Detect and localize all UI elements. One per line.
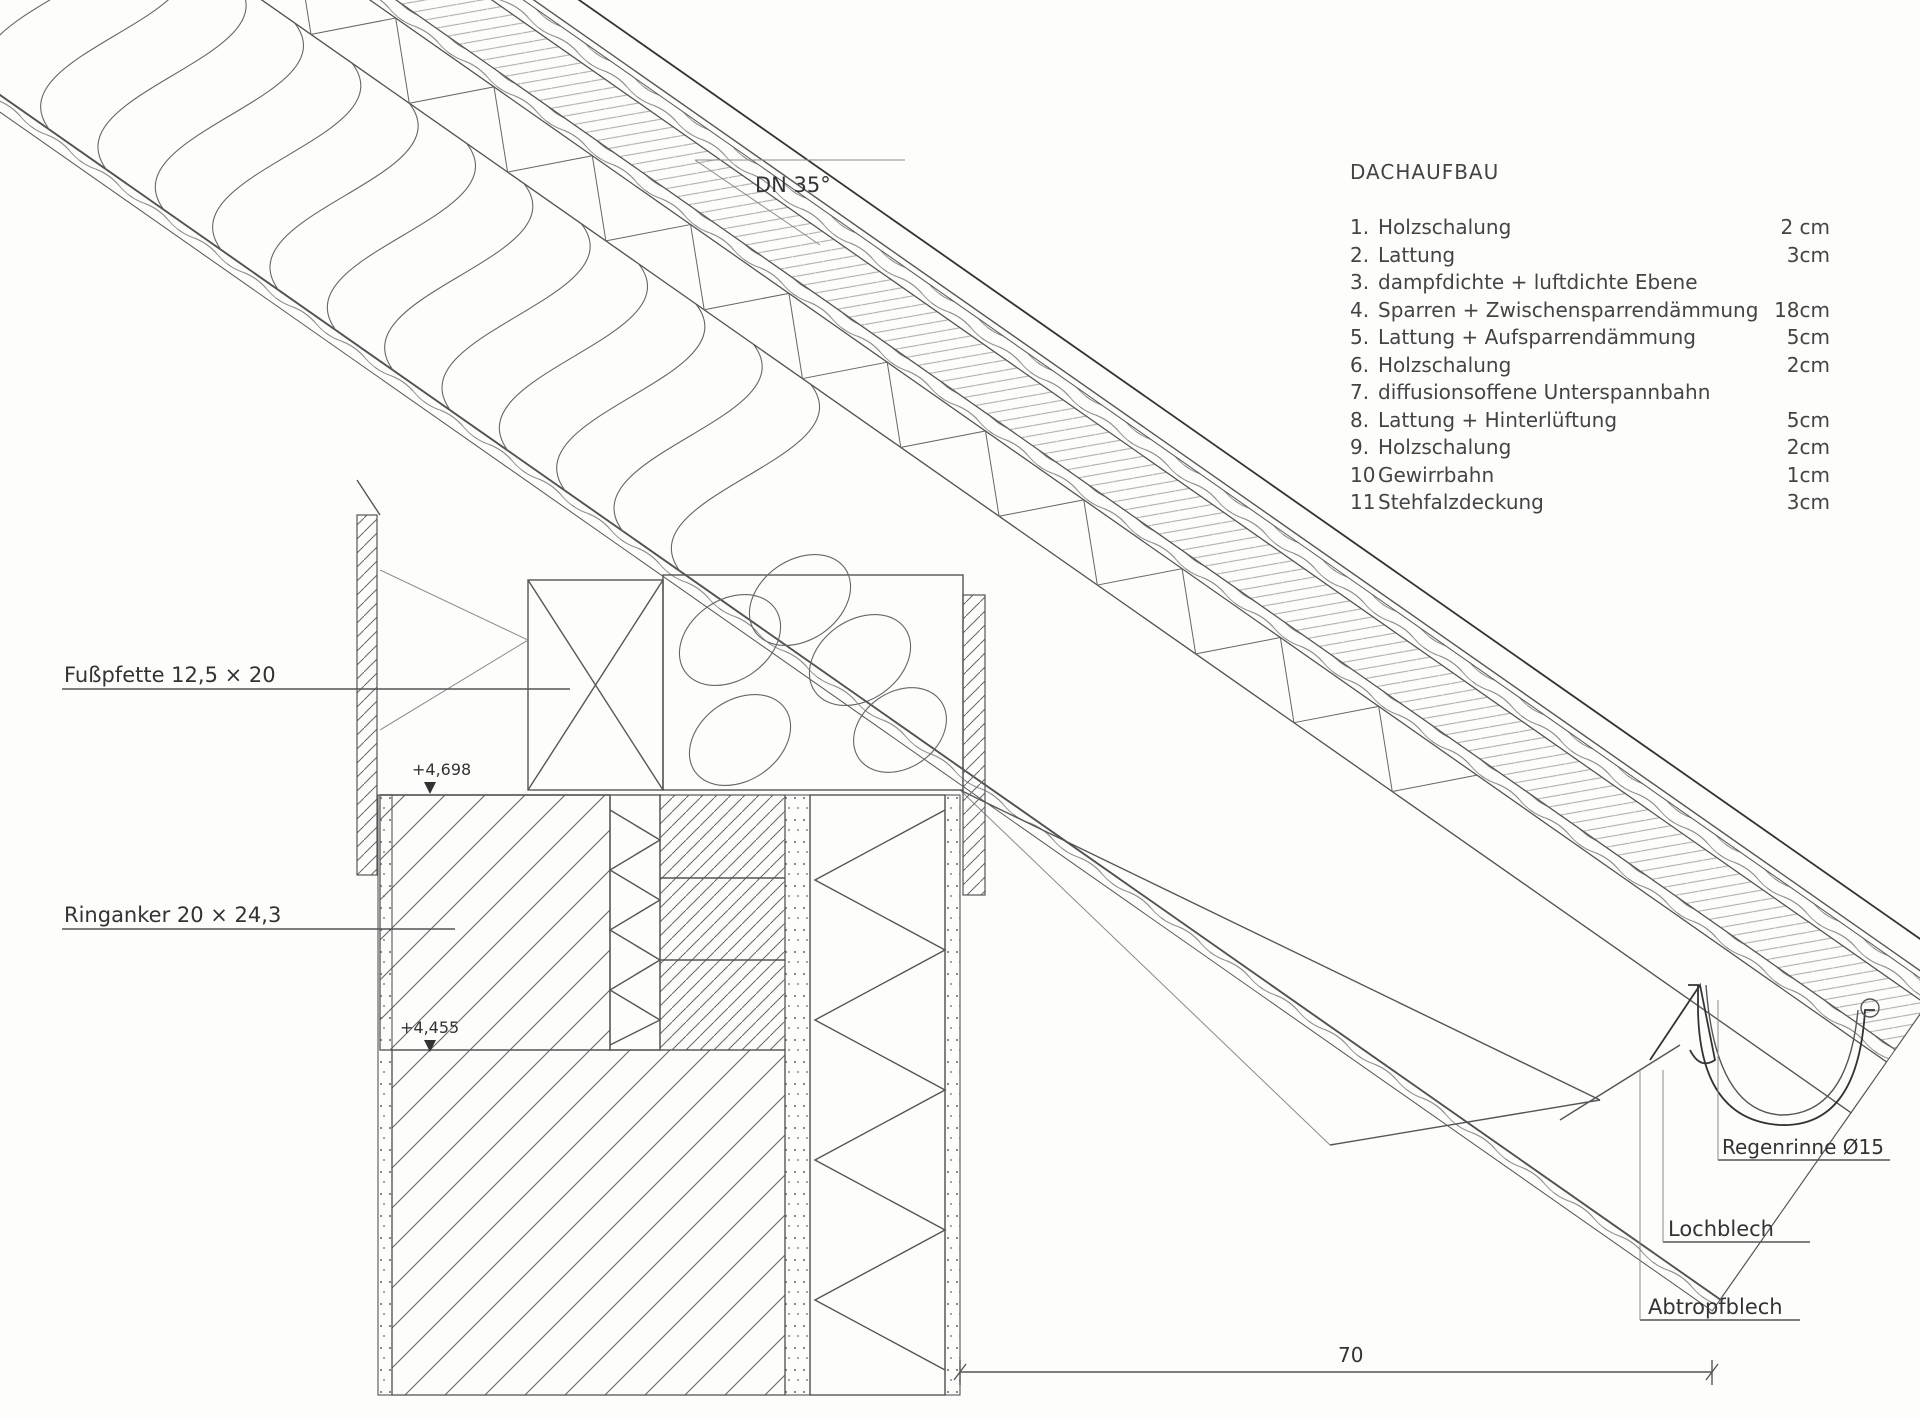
lochblech-label: Lochblech <box>1668 1217 1774 1241</box>
legend-row: 7.diffusionsoffene Unterspannbahn <box>1350 380 1711 404</box>
insulation-loops <box>0 0 820 572</box>
level-marker-upper <box>380 782 610 796</box>
inner-lining <box>356 479 381 876</box>
abtropfblech-label: Abtropfblech <box>1648 1295 1783 1319</box>
masonry-wall <box>391 1049 786 1396</box>
legend-row: 3.dampfdichte + luftdichte Ebene <box>1350 270 1698 294</box>
zigzag-battens <box>608 794 786 1051</box>
fusspfette-block <box>379 569 664 791</box>
plaster-left <box>377 794 393 1396</box>
ringanker-block <box>379 794 611 1051</box>
pitch-leader <box>694 159 905 246</box>
plaster-middle <box>784 794 811 1396</box>
legend-title: DACHAUFBAU <box>1350 160 1500 184</box>
outer-cladding <box>962 594 986 896</box>
level-label-lower: +4,455 <box>400 1018 459 1037</box>
level-label-upper: +4,698 <box>412 760 471 779</box>
dimension-label: 70 <box>1338 1343 1363 1367</box>
aufsparren-lattung <box>2 0 1478 793</box>
rafter-underside <box>959 789 1601 1146</box>
ringanker-label: Ringanker 20 × 24,3 <box>64 903 281 927</box>
dimension-line <box>953 1360 1719 1385</box>
rain-gutter <box>1688 984 1880 1126</box>
roof-layers <box>0 0 1920 1312</box>
fusspfette-label: Fußpfette 12,5 × 20 <box>64 663 276 687</box>
facade-insulation <box>809 794 947 1396</box>
regenrinne-label: Regenrinne Ø15 <box>1722 1135 1884 1159</box>
roof-pitch-label: DN 35° <box>755 173 831 197</box>
eave-edge <box>1559 982 1717 1121</box>
level-marker-lower <box>424 1040 436 1052</box>
plaster-outer <box>944 794 961 1396</box>
